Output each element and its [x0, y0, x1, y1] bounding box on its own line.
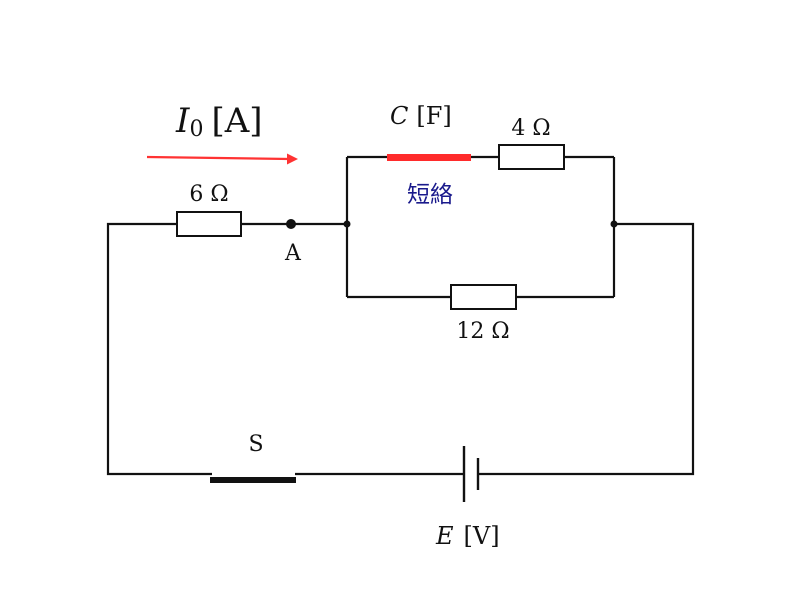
junction-right-dot: [610, 220, 618, 228]
junction-left-dot: [343, 220, 351, 228]
resistor-12-ohm-label: 12 Ω: [456, 319, 509, 344]
battery-symbol: [462, 446, 480, 502]
capacitor-label: C [F]: [390, 102, 452, 130]
current-arrow: [146, 153, 298, 165]
switch-bar: [210, 477, 296, 483]
battery-unit: [V]: [464, 522, 500, 550]
battery-label: E [V]: [435, 522, 500, 550]
resistor-12-ohm: [450, 284, 517, 310]
resistor-4-ohm-label: 4 Ω: [511, 116, 550, 141]
resistor-4-ohm: [498, 144, 565, 170]
capacitor-short-bar: [387, 154, 471, 161]
battery-symbol-label: E: [435, 522, 454, 550]
current-symbol: I: [175, 101, 190, 141]
capacitor-unit: [F]: [416, 102, 451, 130]
node-a-dot: [286, 219, 296, 229]
node-a-label: A: [284, 241, 302, 266]
current-label: I0 [A]: [175, 101, 263, 142]
resistor-6-ohm: [176, 211, 242, 237]
current-unit: [A]: [211, 101, 262, 141]
resistor-6-ohm-label: 6 Ω: [189, 182, 228, 207]
switch-label: S: [248, 432, 263, 457]
capacitor-symbol: C: [390, 102, 408, 130]
current-subscript: 0: [189, 117, 203, 142]
short-circuit-note: 短絡: [407, 182, 453, 208]
